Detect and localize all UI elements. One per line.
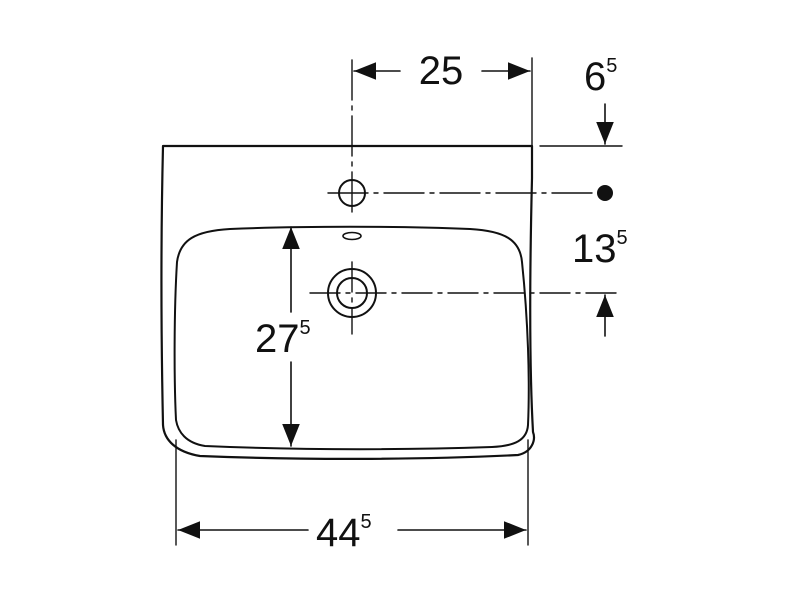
basin-outer-outline xyxy=(160,144,535,460)
dim-27-5-label: 275 xyxy=(255,317,311,361)
dim-25-label: 25 xyxy=(419,49,464,93)
overflow-hole xyxy=(342,231,362,241)
dim-13-5-label: 135 xyxy=(572,227,628,271)
basin-bowl-outline xyxy=(173,225,530,451)
dim-44-5-label: 445 xyxy=(316,511,372,555)
tap-hole-marker-dot xyxy=(597,185,613,201)
dim-6-5-label: 65 xyxy=(584,55,617,99)
